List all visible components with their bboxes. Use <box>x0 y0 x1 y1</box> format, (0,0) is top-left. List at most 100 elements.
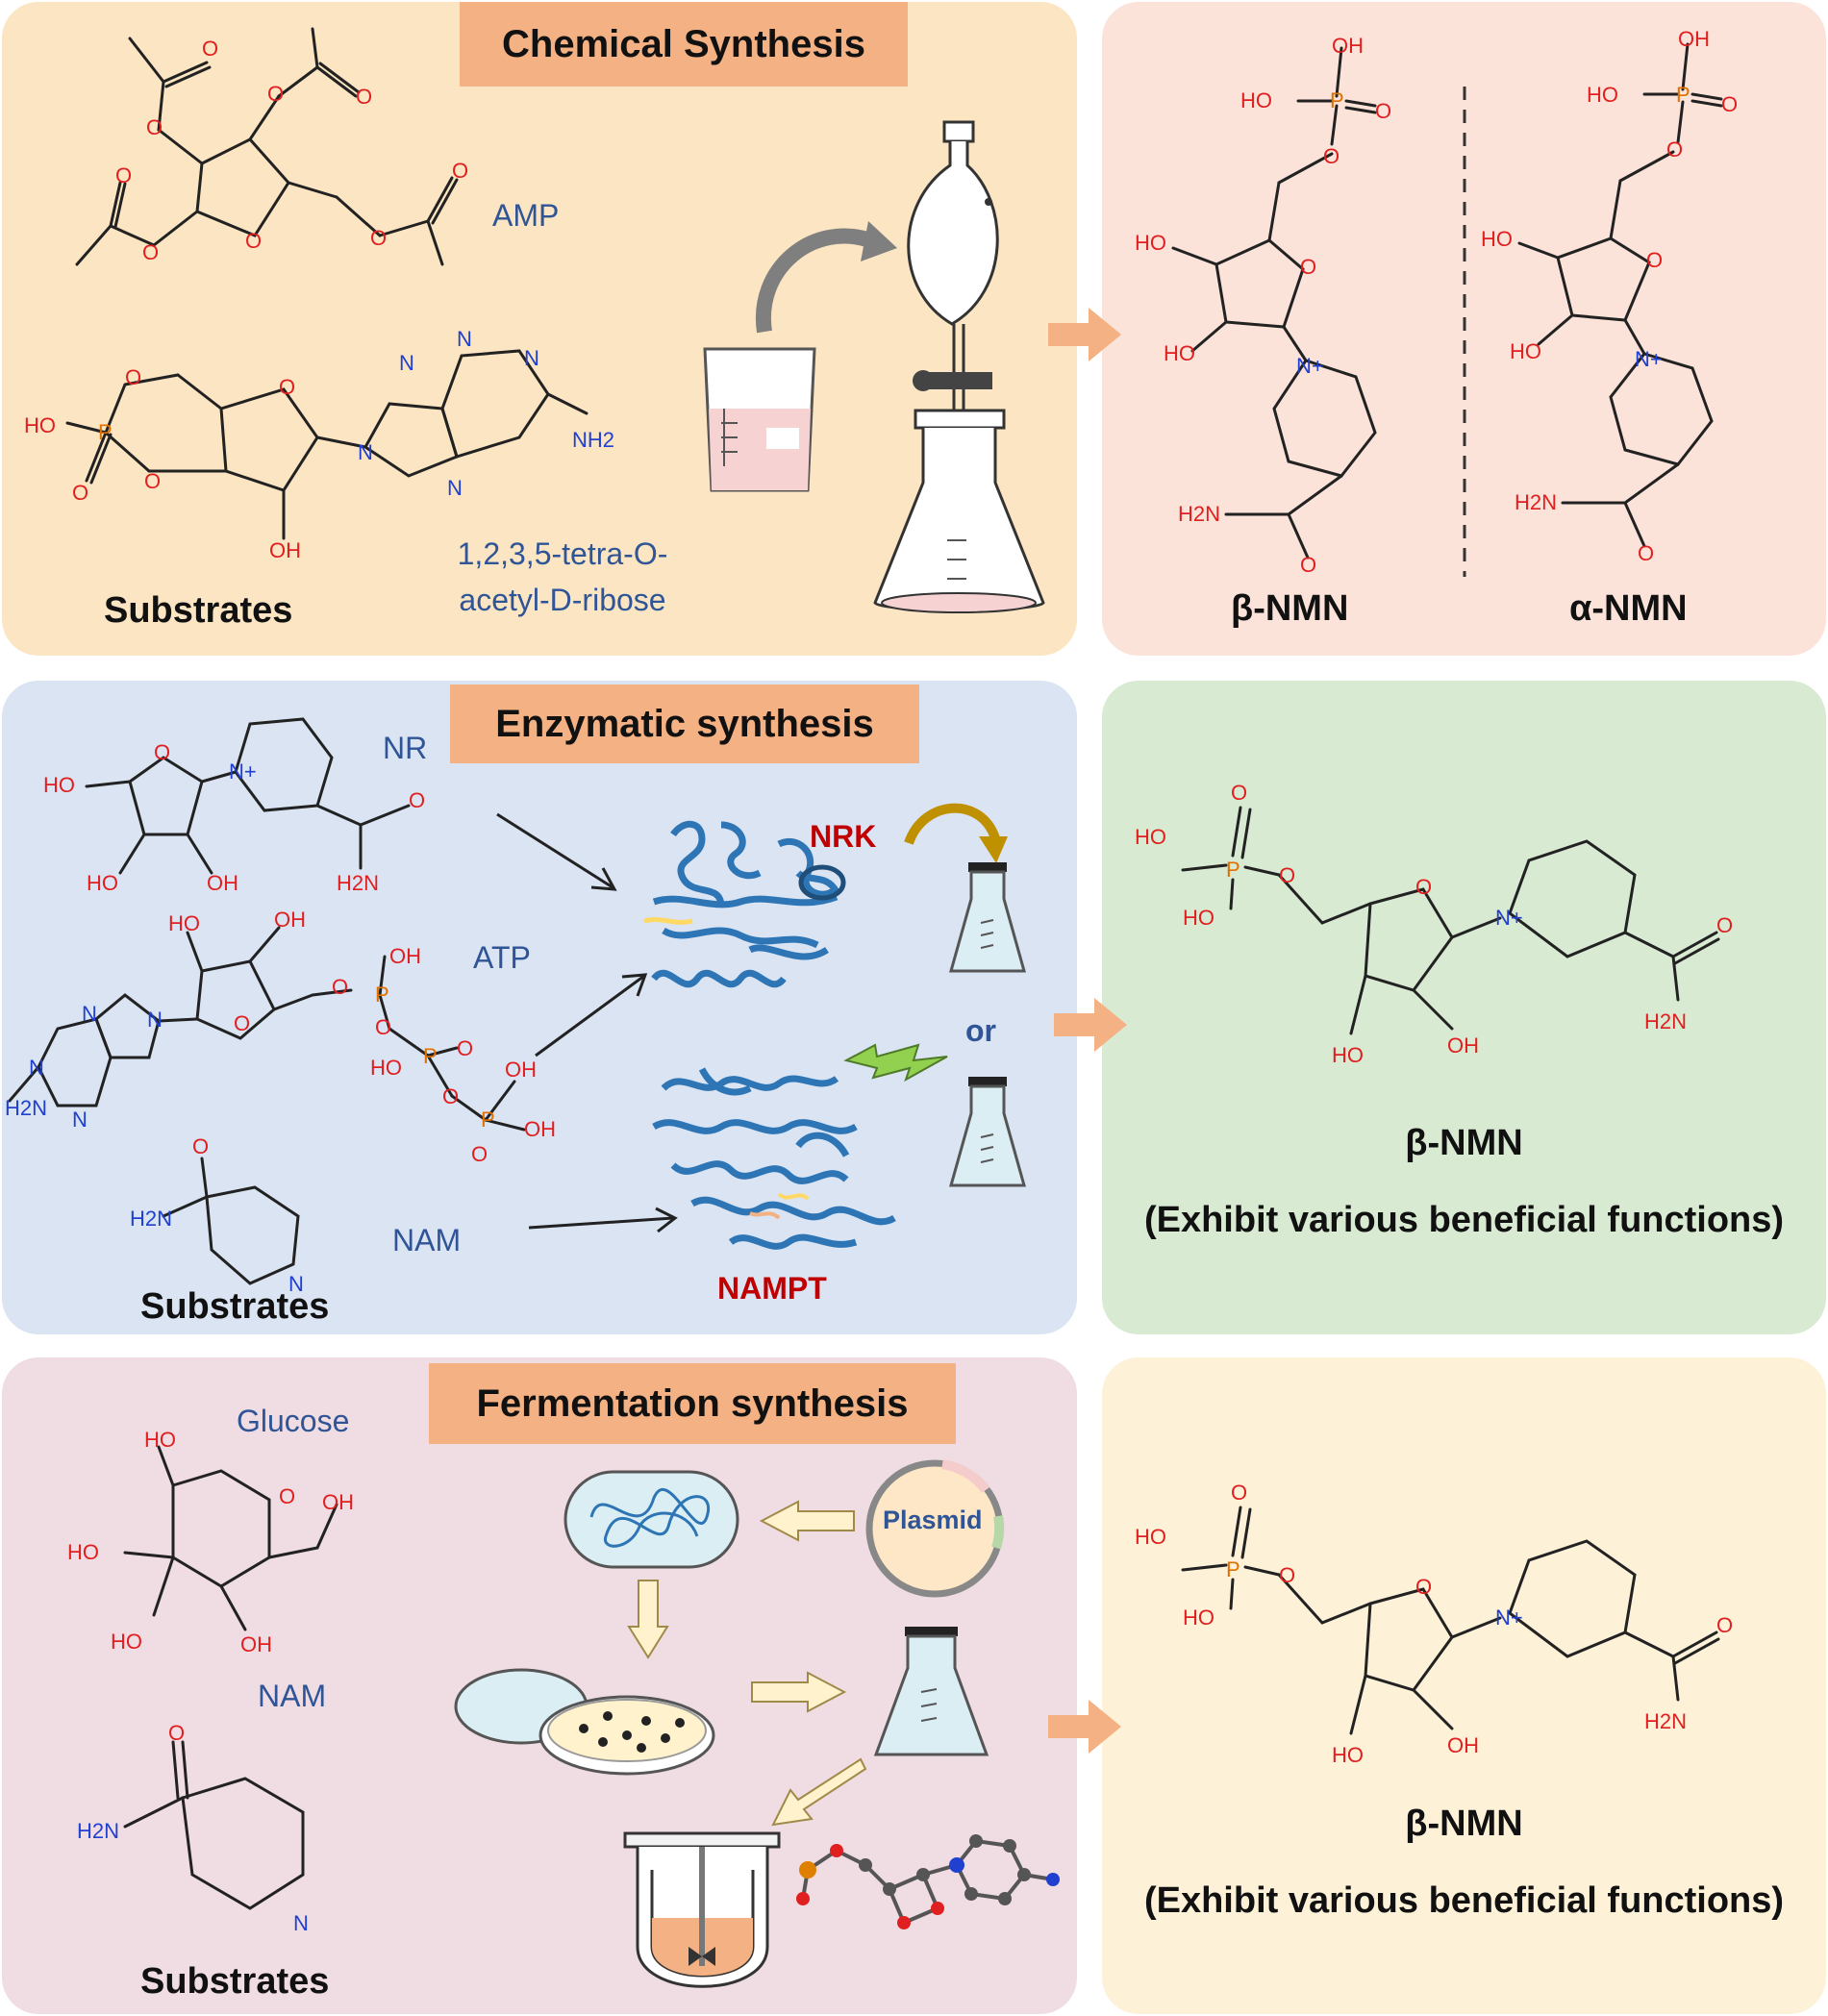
atom-o: O <box>1375 99 1391 123</box>
pale-arrow-diagonal <box>771 1757 867 1827</box>
flask-icon-ferm <box>873 1627 989 1756</box>
enzymatic-panel <box>2 681 1077 1334</box>
beta-nmn-label-ferm: β-NMN <box>1405 1804 1523 1844</box>
atom-ho: HO <box>370 1056 402 1080</box>
atom-o: O <box>279 1484 295 1508</box>
atom-oh: OH <box>1447 1033 1479 1058</box>
atom-o: O <box>1716 1613 1733 1637</box>
alpha-nmn-label: α-NMN <box>1569 588 1688 629</box>
atom-o: O <box>234 1011 250 1035</box>
atom-o: O <box>1323 144 1340 168</box>
atom-n-plus: N+ <box>1495 1605 1523 1630</box>
atom-n: N <box>147 1008 163 1032</box>
ball-stick-molecule-icon <box>796 1834 1060 1929</box>
atom-o: O <box>192 1134 209 1158</box>
atom-o: O <box>471 1142 488 1166</box>
enzymatic-substrates-label: Substrates <box>140 1286 330 1327</box>
atom-n: N <box>358 440 373 464</box>
atom-n: N <box>29 1056 44 1080</box>
atom-ho: HO <box>1164 341 1195 365</box>
atom-o: O <box>245 229 262 253</box>
atom-h2n: H2N <box>130 1207 172 1231</box>
atom-o: O <box>1279 1563 1295 1587</box>
atom-o: O <box>370 226 387 250</box>
atom-n: N <box>72 1108 88 1132</box>
flask-icon-2 <box>949 1077 1026 1187</box>
arrow-thin-nr <box>496 812 617 891</box>
atom-ho: HO <box>1481 227 1513 251</box>
atom-o: O <box>356 85 372 109</box>
atom-n: N <box>447 476 463 500</box>
atom-n: N <box>457 327 472 351</box>
label-tetra-line1: 1,2,3,5-tetra-O- <box>457 536 668 571</box>
atom-ho: HO <box>168 911 200 935</box>
atom-n: N <box>524 346 539 370</box>
label-nam-enz: NAM <box>392 1223 462 1257</box>
arrow-thin-nam <box>528 1207 678 1233</box>
label-nampt: NAMPT <box>717 1271 827 1306</box>
atom-o: O <box>332 975 348 999</box>
atom-h2n: H2N <box>1515 490 1557 514</box>
atom-oh: OH <box>1678 27 1710 51</box>
atom-o: O <box>1300 553 1316 577</box>
atp-structure: HO OH O O P OH O HO P O O OH P OH O N N … <box>5 908 556 1166</box>
functions-label-ferm: (Exhibit various beneficial functions) <box>1143 1880 1785 1921</box>
atom-n: N <box>293 1911 309 1935</box>
flask-icon-1 <box>949 862 1026 973</box>
atom-p: P <box>1676 83 1690 107</box>
atom-h2n: H2N <box>1644 1709 1687 1733</box>
dashed-divider <box>1463 87 1466 577</box>
curved-arrow-icon <box>755 221 897 334</box>
atom-ho: HO <box>111 1630 142 1654</box>
atom-ho: HO <box>24 413 56 437</box>
atom-p: P <box>1226 1557 1240 1581</box>
atom-o: O <box>72 481 88 505</box>
atom-ho: HO <box>1135 825 1166 849</box>
atom-o: O <box>279 375 295 399</box>
atom-ho: HO <box>1183 1605 1214 1630</box>
label-nam-ferm: NAM <box>258 1679 327 1713</box>
atom-p: P <box>481 1108 495 1132</box>
atom-o: O <box>1231 781 1247 805</box>
atom-p: P <box>1226 858 1240 882</box>
atom-o: O <box>142 240 159 264</box>
enzymatic-title: Enzymatic synthesis <box>450 684 919 763</box>
functions-label-enz: (Exhibit various beneficial functions) <box>1143 1200 1785 1240</box>
nampt-protein-icon <box>652 1067 896 1250</box>
atom-o: O <box>202 37 218 61</box>
nam-structure-enz: O H2N N <box>130 1134 304 1296</box>
atom-n-plus: N+ <box>1635 347 1663 371</box>
atom-oh: OH <box>1447 1733 1479 1757</box>
enzymatic-result-panel <box>1102 681 1826 1334</box>
atom-ho: HO <box>1135 1525 1166 1549</box>
label-nrk: NRK <box>810 819 877 854</box>
atom-oh: OH <box>1332 34 1364 58</box>
beta-nmn-label-enz: β-NMN <box>1405 1123 1523 1163</box>
label-atp: ATP <box>473 940 531 975</box>
atom-p: P <box>375 983 389 1007</box>
beaker-icon <box>703 347 816 492</box>
atom-oh: OH <box>274 908 306 932</box>
atom-o: O <box>154 740 170 764</box>
atom-n: N <box>288 1272 304 1296</box>
atom-ho: HO <box>1510 339 1541 363</box>
atom-oh: OH <box>240 1632 272 1656</box>
atom-o: O <box>125 365 141 389</box>
glucose-structure: HO O OH HO HO OH <box>67 1428 354 1656</box>
atom-o: O <box>267 82 284 106</box>
atom-o: O <box>1721 92 1738 116</box>
chemical-substrates-label: Substrates <box>104 590 293 631</box>
atom-nh2: NH2 <box>572 428 614 452</box>
atom-ho: HO <box>1240 88 1272 112</box>
atom-o: O <box>1300 255 1316 279</box>
atom-o: O <box>1415 1575 1432 1599</box>
atom-ho: HO <box>1332 1743 1364 1767</box>
atom-o: O <box>1415 875 1432 899</box>
atom-ho: HO <box>1135 231 1166 255</box>
atom-oh: OH <box>322 1490 354 1514</box>
atom-o: O <box>1231 1481 1247 1505</box>
fermentation-substrates-label: Substrates <box>140 1961 330 2002</box>
atom-o: O <box>144 469 161 493</box>
atom-o: O <box>168 1721 185 1745</box>
nr-structure: HO O HO OH N+ O H2N <box>43 717 425 895</box>
